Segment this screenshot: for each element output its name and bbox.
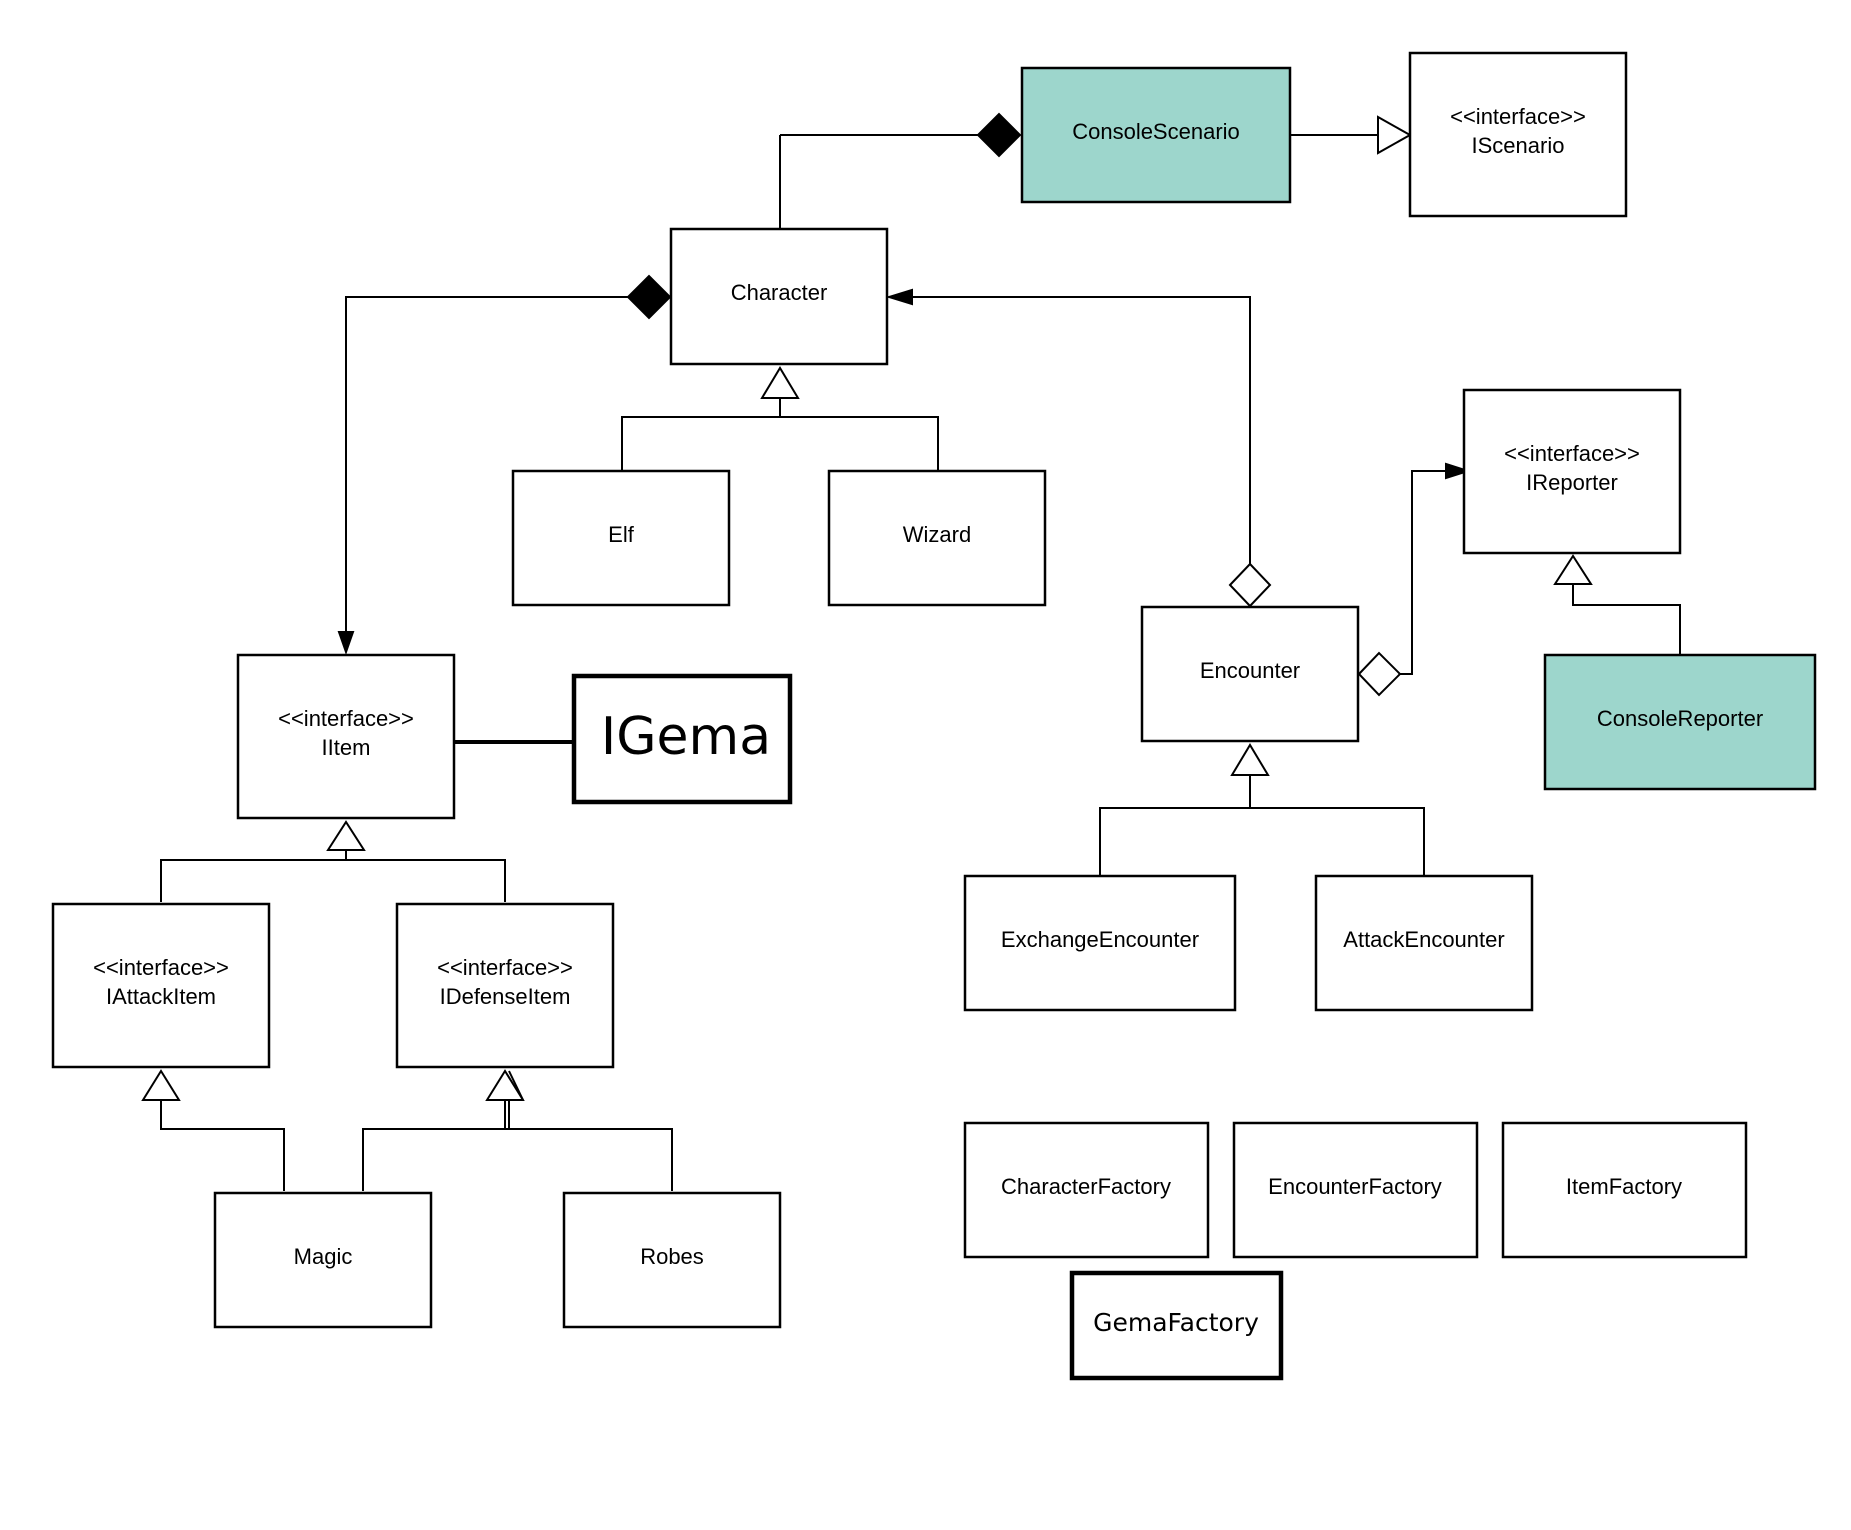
stereotype-label: <<interface>>	[1450, 104, 1586, 129]
class-name: IReporter	[1526, 470, 1618, 495]
class-consolescenario[interactable]: ConsoleScenario	[1020, 66, 1292, 204]
class-name: Elf	[608, 522, 635, 547]
class-encounterfactory[interactable]: EncounterFactory	[1232, 1121, 1479, 1259]
generalization-triangle-character	[760, 366, 800, 399]
class-name: AttackEncounter	[1343, 927, 1504, 952]
class-name: IAttackItem	[106, 984, 216, 1009]
class-name: ItemFactory	[1566, 1174, 1682, 1199]
aggregation-encounter-ireporter	[1400, 470, 1446, 675]
class-name: IDefenseItem	[440, 984, 571, 1009]
class-name: Wizard	[903, 522, 971, 547]
class-name: Character	[731, 280, 828, 305]
generalization-iattack-idefense-iitem	[160, 850, 506, 902]
class-character[interactable]: Character	[669, 227, 889, 366]
class-consolereporter[interactable]: ConsoleReporter	[1543, 653, 1817, 791]
composition-diamond-consolescenario	[976, 112, 1022, 158]
class-robes[interactable]: Robes	[562, 1191, 782, 1329]
generalization-triangle-iitem	[326, 820, 366, 851]
stereotype-label: <<interface>>	[93, 955, 229, 980]
class-encounter[interactable]: Encounter	[1140, 605, 1360, 743]
generalization-triangle-encounter	[1230, 743, 1270, 776]
composition-character-iitem	[345, 296, 628, 632]
realization-triangle-idefenseitem-double	[508, 1070, 524, 1101]
stereotype-label: <<interface>>	[1504, 441, 1640, 466]
navigable-arrowhead-character	[885, 288, 913, 306]
interface-iattackitem[interactable]: <<interface>> IAttackItem	[51, 902, 271, 1069]
class-name: ConsoleScenario	[1072, 119, 1240, 144]
class-name: IGema	[601, 707, 771, 767]
class-attackencounter[interactable]: AttackEncounter	[1314, 874, 1534, 1012]
class-name: Encounter	[1200, 658, 1300, 683]
navigable-arrowhead-iitem	[337, 631, 355, 656]
realization-magic-iattackitem	[160, 1100, 285, 1191]
class-name: IItem	[322, 735, 371, 760]
class-igema[interactable]: IGema	[571, 673, 793, 805]
class-gemafactory[interactable]: GemaFactory	[1069, 1270, 1284, 1381]
realization-magic-robes-idefenseitem	[362, 1100, 673, 1191]
interface-iitem[interactable]: <<interface>> IItem	[236, 653, 456, 820]
interface-idefenseitem[interactable]: <<interface>> IDefenseItem	[395, 902, 615, 1069]
interface-ireporter[interactable]: <<interface>> IReporter	[1462, 388, 1682, 555]
composition-consolescenario-character	[779, 134, 980, 228]
realization-triangle-iscenario	[1377, 115, 1413, 155]
aggregation-diamond-encounter-right	[1357, 651, 1402, 697]
class-name: EncounterFactory	[1268, 1174, 1442, 1199]
realization-triangle-idefenseitem	[485, 1069, 525, 1101]
stereotype-label: <<interface>>	[437, 955, 573, 980]
stereotype-label: <<interface>>	[278, 706, 414, 731]
navigable-arrowhead-ireporter	[1445, 462, 1472, 480]
class-characterfactory[interactable]: CharacterFactory	[963, 1121, 1210, 1259]
class-magic[interactable]: Magic	[213, 1191, 433, 1329]
class-name: GemaFactory	[1093, 1308, 1259, 1337]
class-name: Robes	[640, 1244, 704, 1269]
class-name: ConsoleReporter	[1597, 706, 1763, 731]
class-exchangeencounter[interactable]: ExchangeEncounter	[963, 874, 1237, 1012]
generalization-elf-wizard-character	[621, 398, 939, 470]
class-wizard[interactable]: Wizard	[827, 469, 1047, 607]
aggregation-diamond-encounter-top	[1228, 562, 1272, 608]
class-name: IScenario	[1472, 133, 1565, 158]
generalization-exchange-attack-encounter	[1099, 775, 1425, 875]
class-name: Magic	[294, 1244, 353, 1269]
class-elf[interactable]: Elf	[511, 469, 731, 607]
realization-consolereporter-ireporter	[1572, 584, 1681, 654]
class-name: CharacterFactory	[1001, 1174, 1171, 1199]
realization-triangle-iattackitem	[141, 1069, 181, 1101]
realization-triangle-ireporter	[1553, 554, 1593, 585]
composition-diamond-character	[626, 274, 672, 320]
class-name: ExchangeEncounter	[1001, 927, 1199, 952]
aggregation-encounter-character	[912, 296, 1251, 564]
interface-iscenario[interactable]: <<interface>> IScenario	[1408, 51, 1628, 218]
class-itemfactory[interactable]: ItemFactory	[1501, 1121, 1748, 1259]
